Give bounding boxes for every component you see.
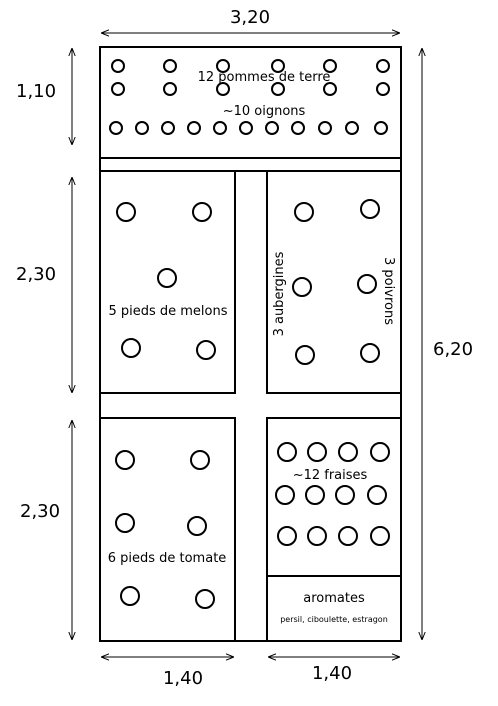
melon-plant — [192, 202, 212, 222]
strawberry-plant — [277, 442, 297, 462]
onion-plant — [161, 121, 175, 135]
aubergine-plant — [295, 345, 315, 365]
potato-plant — [323, 82, 337, 96]
label-tomates: 6 pieds de tomate — [108, 551, 227, 566]
potato-plant — [216, 59, 230, 73]
onion-plant — [213, 121, 227, 135]
dim-label-top-bed: 1,10 — [16, 81, 56, 102]
tomato-plant — [195, 589, 215, 609]
bed-aubergines-poivrons — [266, 170, 402, 394]
potato-plant — [163, 59, 177, 73]
onion-plant — [135, 121, 149, 135]
strawberry-plant — [370, 442, 390, 462]
strawberry-plants — [275, 442, 390, 546]
label-pommes-de-terre: 12 pommes de terre — [198, 70, 331, 85]
strawberry-plant — [370, 526, 390, 546]
onion-plant — [345, 121, 359, 135]
onion-plant — [318, 121, 332, 135]
aubergine-plant — [294, 202, 314, 222]
tomato-plant — [120, 586, 140, 606]
dim-label-left-width: 1,40 — [163, 668, 203, 689]
melon-plants — [116, 202, 216, 360]
dim-label-right-width: 1,40 — [312, 663, 352, 684]
potato-plant — [271, 82, 285, 96]
aubergine-plant — [292, 277, 312, 297]
onion-plant — [109, 121, 123, 135]
label-oignons: ~10 oignons — [223, 104, 306, 119]
strawberry-plant — [367, 485, 387, 505]
potato-plant — [271, 59, 285, 73]
strawberry-plant — [338, 442, 358, 462]
onion-plant — [265, 121, 279, 135]
potato-plant — [111, 82, 125, 96]
strawberry-plant — [277, 526, 297, 546]
poivron-plant — [360, 199, 380, 219]
onion-plant — [374, 121, 388, 135]
strawberry-plant — [335, 485, 355, 505]
strawberry-plant — [275, 485, 295, 505]
dim-label-middle-bed: 2,30 — [16, 264, 56, 285]
melon-plant — [116, 202, 136, 222]
strawberry-plant — [307, 442, 327, 462]
tomato-plant — [115, 513, 135, 533]
dim-label-bottom-bed: 2,30 — [20, 501, 60, 522]
tomato-plant — [190, 450, 210, 470]
tomato-plant — [187, 516, 207, 536]
melon-plant — [196, 340, 216, 360]
label-aromates: aromates — [303, 591, 365, 606]
potato-plant — [376, 59, 390, 73]
melon-plant — [157, 268, 177, 288]
aubergine-poivron-plants — [292, 199, 380, 365]
label-melons: 5 pieds de melons — [108, 304, 227, 319]
label-aromates-list: persil, ciboulette, estragon — [280, 615, 388, 624]
onion-plant — [187, 121, 201, 135]
dim-label-total-width: 3,20 — [230, 7, 270, 28]
dim-label-total-length: 6,20 — [433, 339, 473, 360]
potato-plant — [323, 59, 337, 73]
strawberry-plant — [307, 526, 327, 546]
potato-plant — [163, 82, 177, 96]
bed-tomates — [99, 417, 236, 642]
tomato-plant — [115, 450, 135, 470]
poivron-plant — [357, 274, 377, 294]
top-bed-plants — [109, 59, 390, 135]
poivron-plant — [360, 343, 380, 363]
tomato-plants — [115, 450, 215, 609]
potato-plant — [376, 82, 390, 96]
strawberry-plant — [338, 526, 358, 546]
strawberry-plant — [305, 485, 325, 505]
label-fraises: ~12 fraises — [293, 468, 368, 483]
melon-plant — [121, 338, 141, 358]
label-aubergines: 3 aubergines — [272, 251, 287, 336]
bed-melons — [99, 170, 236, 394]
onion-plant — [291, 121, 305, 135]
bed-fraises-aromates — [266, 417, 402, 642]
label-poivrons: 3 poivrons — [381, 257, 396, 325]
potato-plant — [111, 59, 125, 73]
potato-plant — [216, 82, 230, 96]
onion-plant — [239, 121, 253, 135]
